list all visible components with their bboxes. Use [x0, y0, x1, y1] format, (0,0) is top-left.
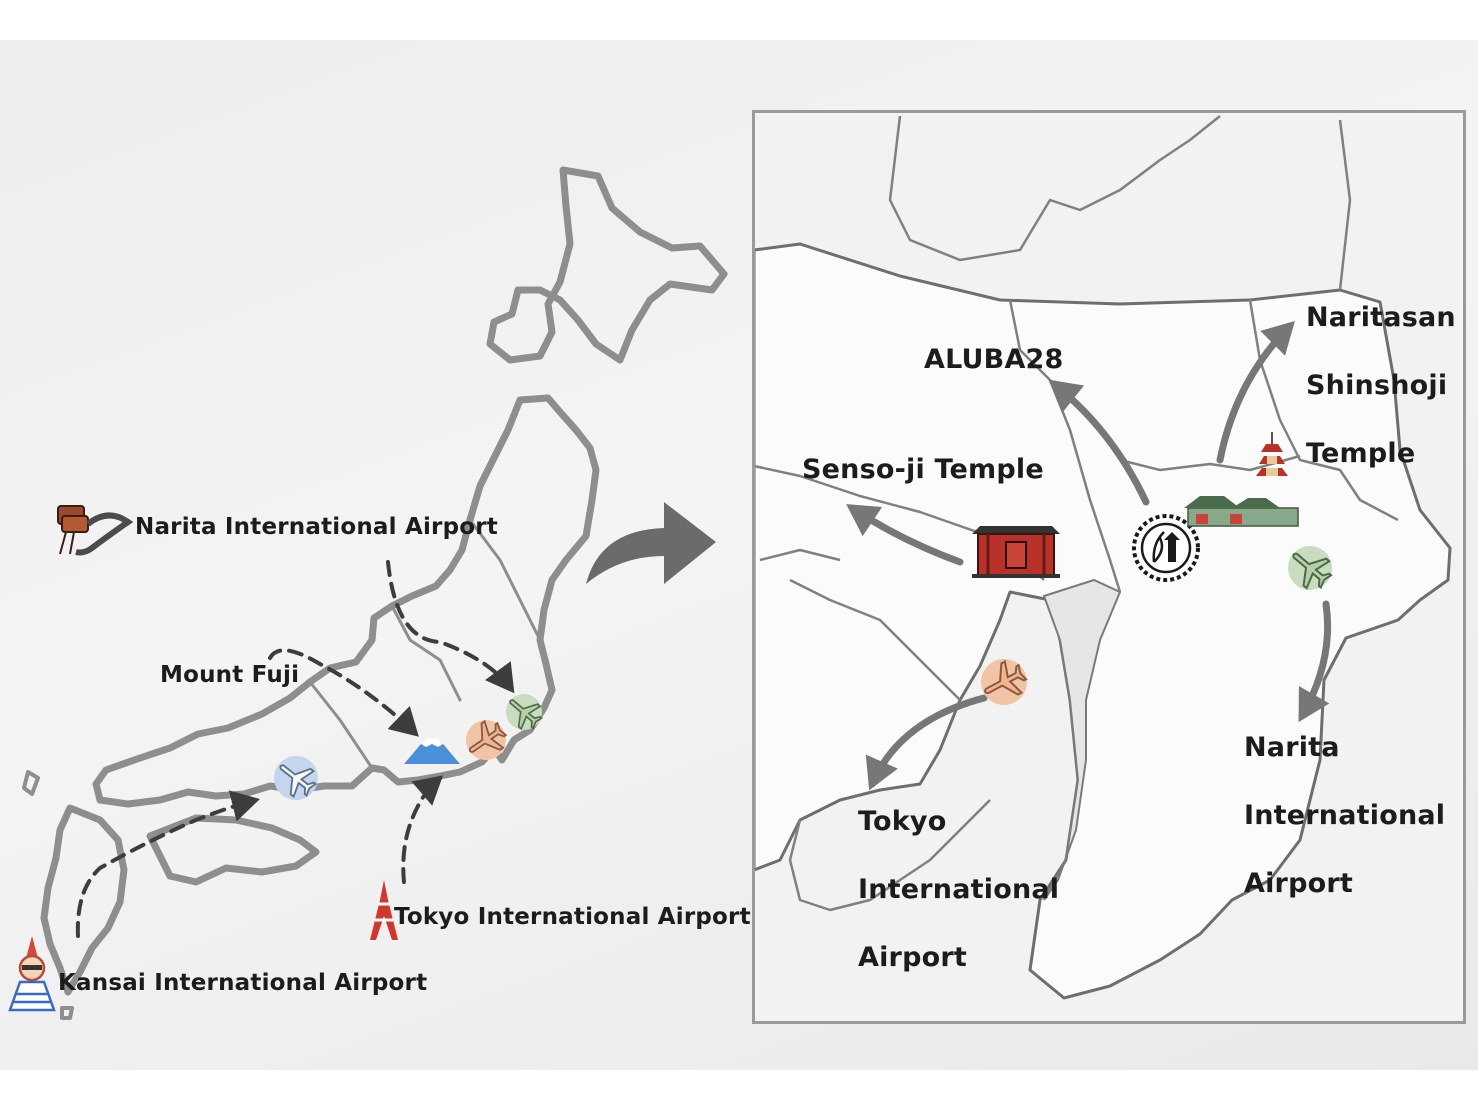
label-narita-airport-inset: Narita International Airport [1244, 714, 1445, 918]
overview-routes [75, 560, 515, 938]
label-line: Airport [858, 942, 967, 973]
label-line: International [858, 874, 1060, 905]
prefecture-border [759, 548, 841, 562]
island-tiny [60, 1006, 74, 1020]
label-line: Naritasan [1306, 302, 1456, 333]
label-tokyo-airport-inset: Tokyo International Airport [858, 788, 1059, 992]
prefecture-border [1338, 119, 1352, 291]
route-tokyo [401, 775, 444, 884]
honshu-outline [92, 394, 600, 808]
arrow-naritasan [1216, 321, 1295, 464]
airplane-icon [459, 714, 512, 766]
kansai-mascot-icon [8, 936, 56, 1012]
label-tokyo-airport-overview: Tokyo International Airport [394, 904, 751, 930]
prefecture-border [888, 115, 1221, 262]
label-aluba28: ALUBA28 [924, 344, 1064, 375]
route-fuji [268, 648, 419, 737]
kyushu-outline [40, 804, 128, 996]
label-kansai-airport: Kansai International Airport [58, 970, 428, 996]
japan-overview-map [22, 166, 728, 1020]
label-line: Narita [1244, 732, 1340, 763]
hokkaido-outline [486, 166, 728, 364]
island-small [22, 770, 40, 796]
prefecture-line-2 [468, 518, 542, 642]
airplane-icon [976, 655, 1032, 709]
sea-area [1042, 578, 1122, 901]
prefecture-line-1 [390, 604, 462, 702]
tokyo-tower-icon [370, 880, 398, 940]
prefecture-border [789, 578, 961, 701]
mount-fuji-icon [404, 738, 460, 764]
prefecture-line-3 [308, 680, 374, 770]
airplane-icon [269, 752, 322, 804]
arrow-sensoji [846, 504, 964, 566]
kanto-inset-map [752, 112, 1464, 1022]
label-line: Shinshoji [1306, 370, 1448, 401]
label-mount-fuji: Mount Fuji [160, 662, 300, 688]
label-line: International [1244, 800, 1446, 831]
label-sensoji-temple: Senso-ji Temple [802, 454, 1044, 485]
label-narita-airport-overview: Narita International Airport [135, 514, 498, 540]
kaminarimon-gate-icon [972, 526, 1060, 578]
label-line: Airport [1244, 868, 1353, 899]
inset-frame [752, 110, 1466, 1024]
prefecture-border [1119, 454, 1301, 472]
label-naritasan-temple: Naritasan Shinshoji Temple [1306, 284, 1456, 488]
crest-icon [1132, 514, 1200, 582]
route-kansai [75, 790, 260, 938]
airplane-icon [1281, 539, 1339, 596]
arrow-narita-airport [1298, 600, 1332, 723]
arrow-aluba [1048, 379, 1150, 506]
zoom-arrow-icon [586, 502, 716, 584]
airplane-icon [500, 688, 548, 736]
label-line: Tokyo [858, 806, 947, 837]
route-narita [386, 560, 515, 694]
prefecture-border [1008, 299, 1122, 593]
pagoda-temple-icon [1184, 432, 1299, 527]
label-line: Temple [1306, 438, 1416, 469]
coast-line [788, 799, 991, 912]
eel-skewer-icon [57, 505, 134, 556]
arrow-tokyo-airport [865, 694, 988, 791]
